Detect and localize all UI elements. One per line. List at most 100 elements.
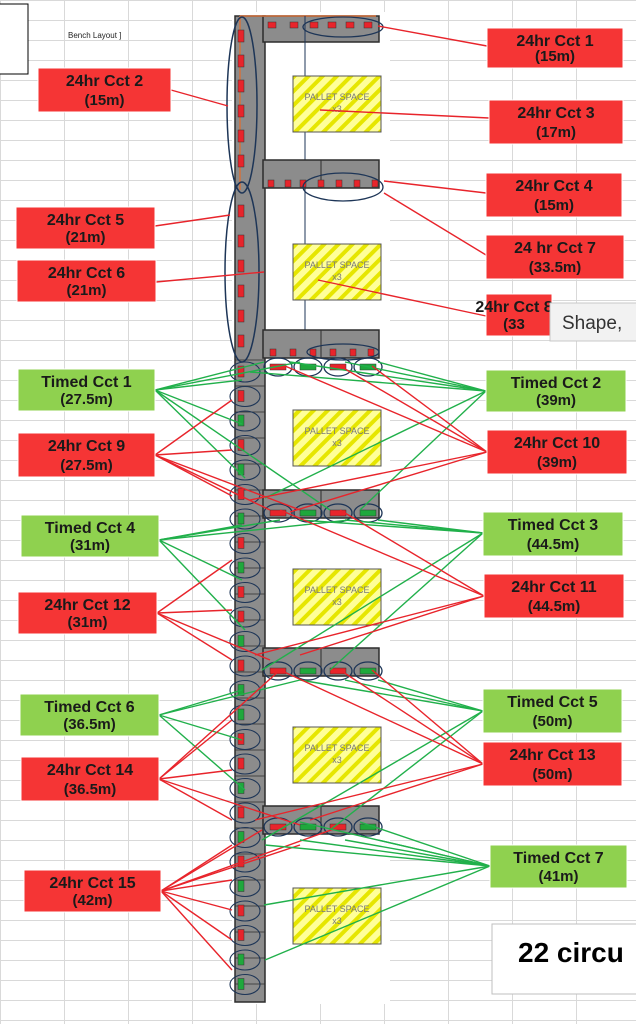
connector-line [339,669,484,765]
connector-line [279,509,485,597]
socket-24hr [345,21,355,29]
connector-line [299,519,484,534]
connector-line [284,365,488,453]
socket-24hr [329,348,337,357]
sheet-title: Bench Layout ] [68,31,121,40]
connector-line [158,769,233,780]
circuit-label-c4[interactable]: 24hr Cct 4(15m) [485,172,623,218]
pallet-label: PALLET SPACE [304,426,369,436]
pallet-qty: x3 [332,104,342,114]
socket-24hr [237,334,245,348]
circuit-grouping [229,777,261,800]
summary-textbox[interactable]: 22 circu [491,923,636,995]
socket-24hr [237,154,245,168]
circuit-grouping [353,817,383,837]
circuit-label-t5[interactable]: Timed Cct 5(50m) [482,688,623,734]
connector-line [154,454,301,511]
circuit-label-c1[interactable]: 24hr Cct 1(15m) [486,27,624,69]
socket-24hr [267,179,275,188]
circuit-grouping [302,172,384,202]
circuit-label-t3[interactable]: Timed Cct 3(44.5m) [482,511,624,557]
socket-timed [237,953,245,966]
circuit-grouping [229,434,261,457]
circuit-length: (21m) [66,282,106,299]
circuit-label-t7[interactable]: Timed Cct 7(41m) [489,844,628,889]
pallet-qty: x3 [332,272,342,282]
connector-line [299,679,484,712]
circuit-labels: 24hr Cct 1(15m) 24hr Cct 2(15m) 24hr Cct 3… [15,27,628,913]
circuit-label-c2[interactable]: 24hr Cct 2(15m) [37,67,172,113]
pallet-label: PALLET SPACE [304,260,369,270]
connector-line [319,109,490,119]
socket-24hr [237,586,245,598]
connector-line [158,714,246,791]
connector-line [339,509,485,597]
pallet-label: PALLET SPACE [304,92,369,102]
socket-24hr [237,610,245,623]
selected-cell[interactable] [0,3,29,75]
circuit-title: 24hr Cct 11 [511,579,596,596]
socket-24hr [237,204,245,218]
circuit-grouping [263,661,293,681]
circuit-label-c7[interactable]: 24 hr Cct 7(33.5m) [485,234,625,280]
socket-24hr [335,179,343,188]
connector-line [156,612,271,661]
circuit-length: (50m) [532,713,572,730]
connector-line [249,451,488,501]
circuit-label-c13[interactable]: 24hr Cct 13(50m) [482,741,623,787]
connector-line [377,679,484,712]
circuit-label-c12[interactable]: 24hr Cct 12(31m) [17,591,158,635]
circuit-grouping [229,802,261,824]
circuit-grouping [263,503,293,523]
socket-pair [299,509,317,517]
circuit-title: 24 hr Cct 7 [514,240,596,257]
circuit-grouping [229,606,261,628]
circuit-length: (41m) [538,868,578,885]
circuit-label-c8[interactable]: 24hr Cct 8(33 [475,293,553,337]
connector-line [154,214,231,227]
connector-line [377,519,484,534]
connector-line [264,844,491,867]
connector-line [158,714,243,741]
circuit-label-t4[interactable]: Timed Cct 4(31m) [20,514,160,558]
circuit-grouping [229,875,261,898]
connector-line [154,361,265,391]
connector-line [289,451,488,513]
connector-line [154,389,246,479]
circuit-label-c6[interactable]: 24hr Cct 6(21m) [16,259,157,303]
circuit-label-c10[interactable]: 24hr Cct 10(39m) [486,429,628,475]
circuit-label-c15[interactable]: 24hr Cct 15(42m) [23,869,162,913]
connector-line [317,279,487,317]
circuit-grouping [229,508,261,530]
socket-24hr [237,284,245,298]
circuit-title: Timed Cct 1 [41,374,132,391]
circuit-length: (42m) [72,892,112,909]
circuit-label-t1[interactable]: Timed Cct 1(27.5m) [17,368,156,412]
circuit-label-t6[interactable]: Timed Cct 6(36.5m) [19,693,160,737]
circuit-label-c3[interactable]: 24hr Cct 3(17m) [488,99,624,145]
socket-timed [237,512,245,525]
circuit-grouping [229,532,261,555]
circuit-label-c5[interactable]: 24hr Cct 5(21m) [15,206,156,250]
circuit-grouping [229,655,261,677]
connector-line [158,689,243,716]
connector-line [309,763,484,821]
connector-line [371,669,484,765]
connector-line [249,371,487,392]
circuit-grouping [229,581,261,604]
circuit-label-c9[interactable]: 24hr Cct 9(27.5m) [17,432,156,478]
circuit-grouping [353,661,383,681]
circuit-label-t2[interactable]: Timed Cct 2(39m) [485,369,627,413]
connector-line [154,449,233,456]
socket-pair [359,509,377,517]
circuit-label-c14[interactable]: 24hr Cct 14(36.5m) [20,756,160,802]
socket-pair [299,667,317,675]
pallet-label: PALLET SPACE [304,904,369,914]
circuit-grouping [229,826,261,849]
socket-24hr [284,179,292,188]
circuit-length: (21m) [65,229,105,246]
connector-line [158,539,243,581]
connector-line [299,595,485,656]
circuit-label-c11[interactable]: 24hr Cct 11(44.5m) [483,573,625,619]
